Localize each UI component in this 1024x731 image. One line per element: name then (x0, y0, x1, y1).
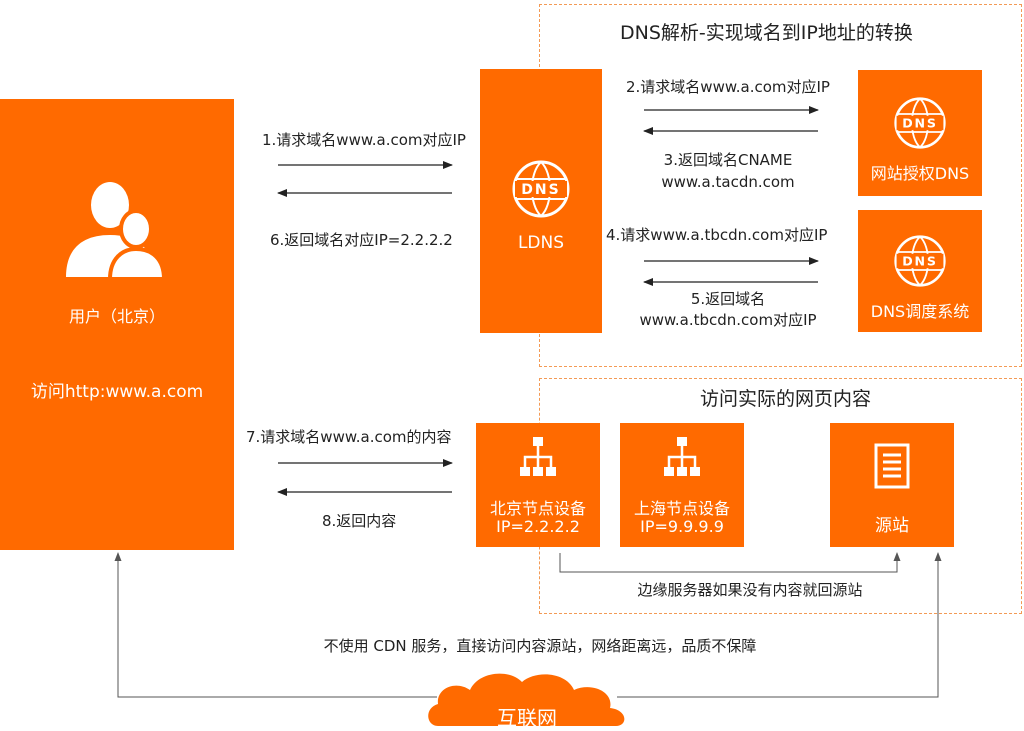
auth-dns-box: DNS 网站授权DNS (858, 70, 982, 196)
shanghai-node-box: 上海节点设备 IP=9.9.9.9 (620, 423, 744, 547)
svg-text:DNS: DNS (902, 116, 937, 131)
step-3-label-b: www.a.tacdn.com (661, 173, 795, 191)
shanghai-node-ip: IP=9.9.9.9 (640, 517, 724, 536)
ldns-label: LDNS (517, 233, 565, 253)
user-label: 用户（北京） (68, 307, 165, 326)
svg-text:DNS: DNS (902, 254, 937, 269)
ldns-box: DNS LDNS (480, 69, 602, 333)
step-8-label: 8.返回内容 (322, 512, 397, 530)
auth-dns-label: 网站授权DNS (870, 164, 970, 183)
network-node-icon (664, 437, 700, 476)
step-2-label: 2.请求域名www.a.com对应IP (626, 78, 830, 96)
bypass-note: 不使用 CDN 服务，直接访问内容源站，网络距离远，品质不保障 (323, 637, 757, 655)
step-3-label-a: 3.返回域名CNAME (663, 151, 793, 169)
svg-text:DNS: DNS (521, 182, 560, 198)
step-5-label-a: 5.返回域名 (690, 290, 766, 308)
document-icon (874, 443, 910, 489)
cloud-icon (428, 673, 625, 726)
dns-section-title: DNS解析-实现域名到IP地址的转换 (620, 22, 913, 44)
origin-box: 源站 (830, 423, 954, 547)
edge-fallback-note: 边缘服务器如果没有内容就回源站 (637, 581, 863, 599)
edge-to-origin-line (559, 552, 901, 573)
dns-scheduler-label: DNS调度系统 (870, 302, 970, 321)
step-1-label: 1.请求域名www.a.com对应IP (262, 131, 466, 149)
shanghai-node-name: 上海节点设备 (633, 499, 730, 518)
beijing-node-name: 北京节点设备 (489, 499, 586, 518)
dns-globe-icon: DNS (894, 97, 946, 149)
users-icon (66, 182, 167, 281)
content-section-title: 访问实际的网页内容 (700, 388, 872, 410)
dns-globe-icon: DNS (894, 235, 946, 287)
internet-label: 互联网 (497, 706, 557, 730)
dns-scheduler-box: DNS DNS调度系统 (858, 210, 982, 332)
origin-label: 源站 (875, 516, 909, 536)
beijing-node-box: 北京节点设备 IP=2.2.2.2 (476, 423, 600, 547)
beijing-node-ip: IP=2.2.2.2 (496, 517, 580, 536)
step-6-label: 6.返回域名对应IP=2.2.2.2 (270, 231, 453, 249)
user-box: 用户（北京） 访问http:www.a.com (0, 99, 234, 550)
step-7-label: 7.请求域名www.a.com的内容 (246, 428, 452, 446)
step-4-label: 4.请求www.a.tbcdn.com对应IP (606, 226, 828, 244)
user-visit-label: 访问http:www.a.com (30, 382, 204, 402)
dns-globe-icon: DNS (512, 160, 570, 218)
step-5-label-b: www.a.tbcdn.com对应IP (639, 311, 817, 329)
network-node-icon (520, 437, 556, 476)
